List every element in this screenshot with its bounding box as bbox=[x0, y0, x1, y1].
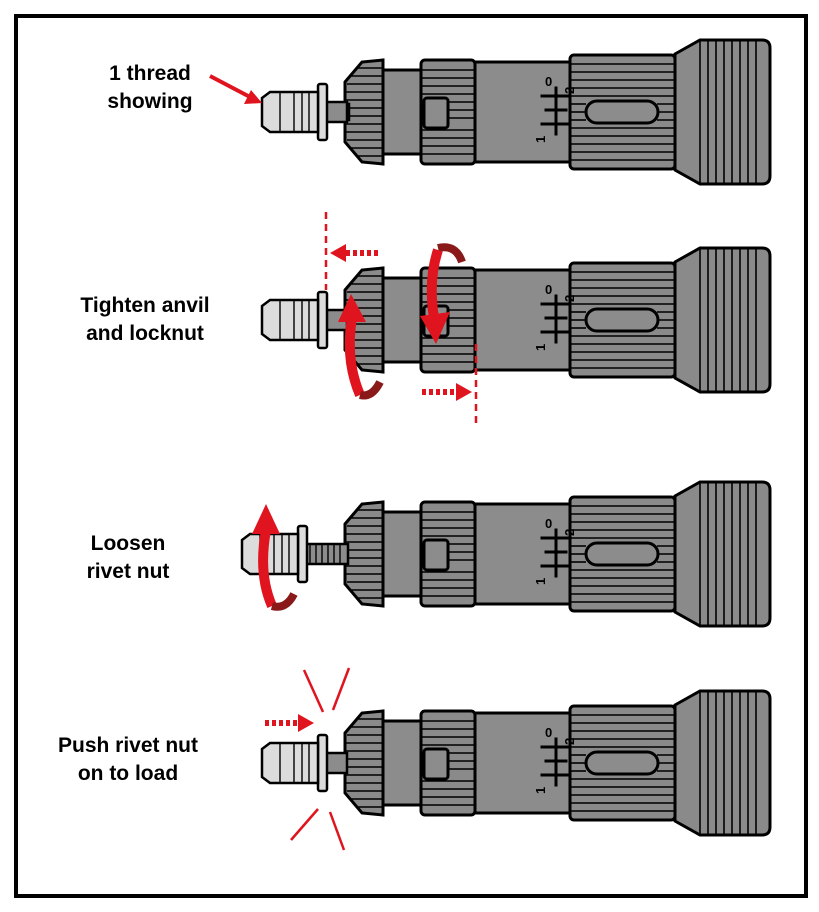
step-2-label-line2: and locknut bbox=[86, 322, 204, 345]
scale-mark-two: 2 bbox=[562, 738, 577, 745]
rivet-nut bbox=[260, 82, 351, 142]
push-arrow-icon bbox=[265, 714, 314, 732]
scale-mark-one: 1 bbox=[533, 136, 548, 143]
scale-mark-two: 2 bbox=[562, 87, 577, 94]
scale-mark-zero: 0 bbox=[545, 74, 552, 89]
step-3-label-line2: rivet nut bbox=[87, 560, 170, 583]
shift-left-arrow-icon bbox=[330, 244, 378, 262]
scale-mark-two: 2 bbox=[562, 295, 577, 302]
shift-right-arrow-icon bbox=[422, 383, 472, 401]
step-2-label-line1: Tighten anvil bbox=[80, 294, 209, 317]
rotate-arrow-icon bbox=[338, 294, 384, 400]
rivet-nut bbox=[260, 733, 349, 793]
rotate-arrow-icon bbox=[420, 243, 466, 344]
step-4-label-line1: Push rivet nut bbox=[58, 734, 198, 757]
step-3-tool: 0 2 1 bbox=[240, 480, 772, 628]
impact-lines bbox=[290, 667, 351, 851]
arrow-pointer-icon bbox=[209, 74, 262, 104]
scale-mark-one: 1 bbox=[533, 344, 548, 351]
rotate-arrow-icon bbox=[252, 504, 298, 611]
scale-mark-zero: 0 bbox=[545, 282, 552, 297]
scale-mark-one: 1 bbox=[533, 578, 548, 585]
step-2-tool: 0 2 1 bbox=[260, 246, 772, 394]
rivet-nut-loosened bbox=[240, 524, 350, 584]
scale-mark-one: 1 bbox=[533, 787, 548, 794]
scale-mark-two: 2 bbox=[562, 529, 577, 536]
step-3-label-line1: Loosen bbox=[91, 532, 166, 555]
step-4-label-line2: on to load bbox=[78, 762, 178, 785]
step-4-tool: 0 2 1 bbox=[260, 689, 772, 837]
rivet-nut bbox=[260, 290, 349, 350]
scale-mark-zero: 0 bbox=[545, 725, 552, 740]
step-1-tool: 0 2 1 bbox=[260, 38, 772, 186]
step-1-label-line1: 1 thread bbox=[109, 62, 191, 85]
scale-mark-zero: 0 bbox=[545, 516, 552, 531]
step-1-label-line2: showing bbox=[107, 90, 192, 113]
